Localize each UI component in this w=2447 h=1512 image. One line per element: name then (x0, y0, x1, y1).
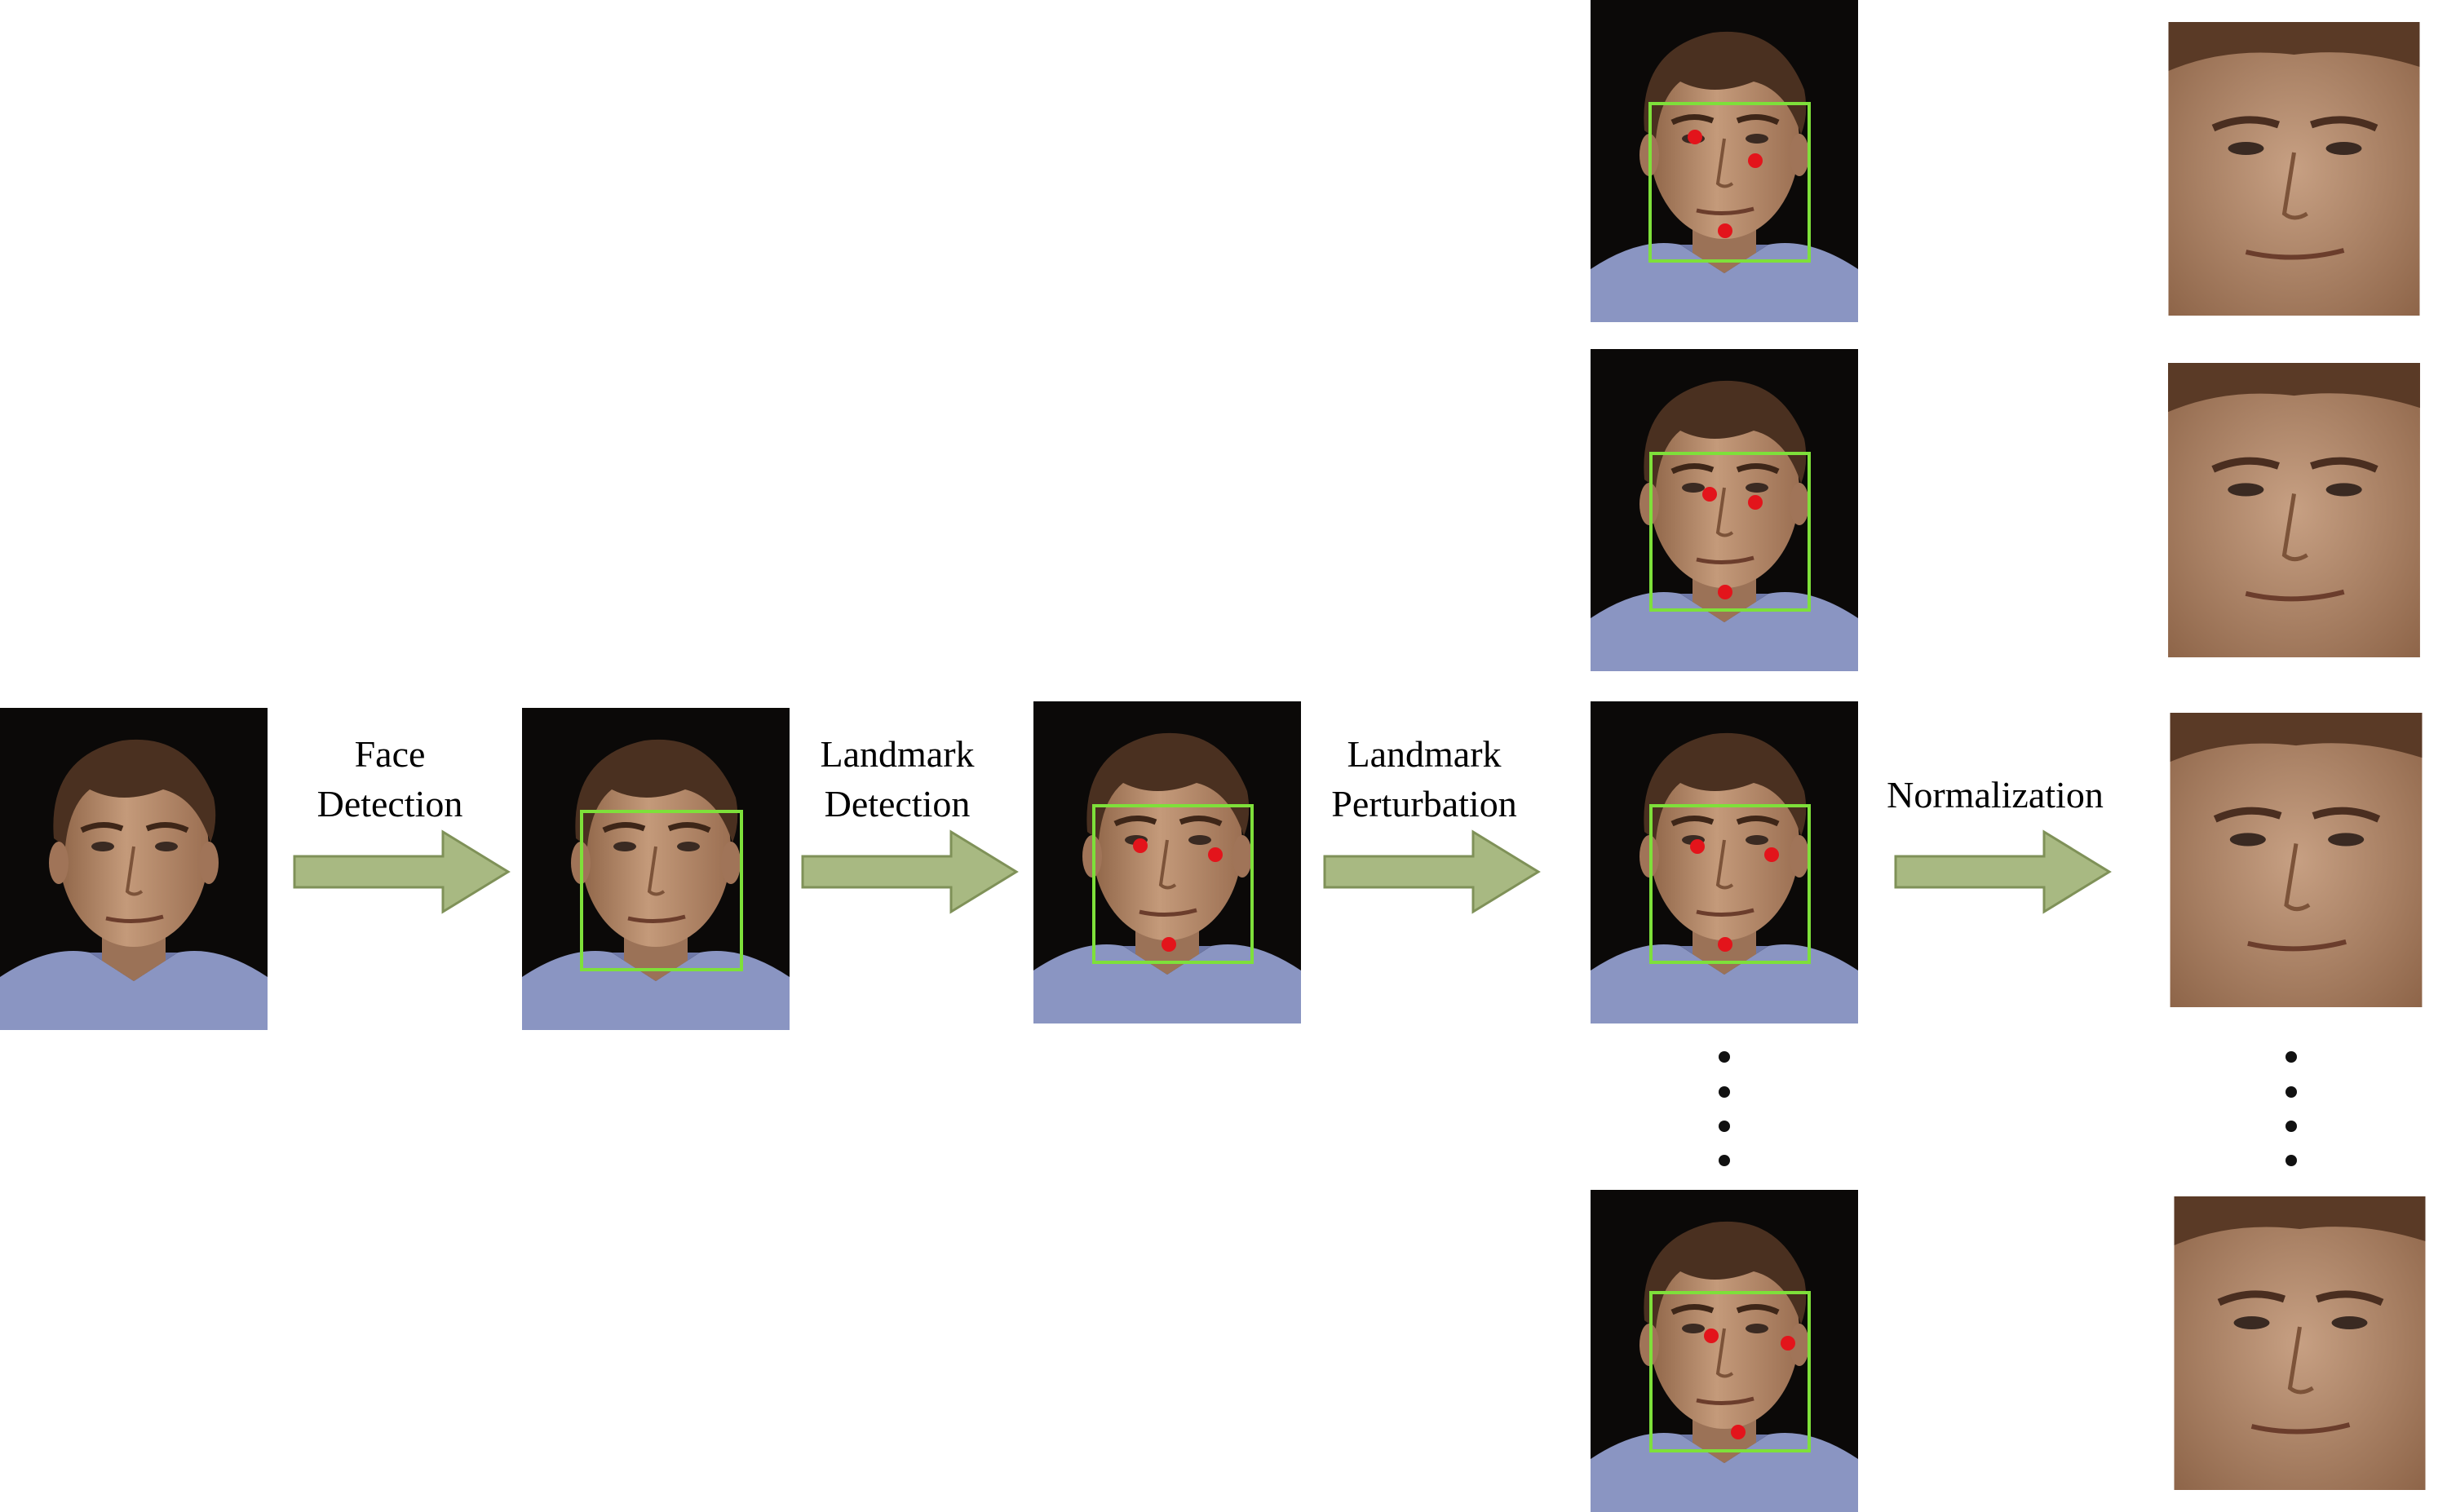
perturbed-sample-3 (1591, 701, 1858, 1023)
input-face-photo (0, 708, 268, 1030)
face-bounding-box (1092, 804, 1254, 964)
landmark-detection-arrow (801, 830, 1018, 913)
vertical-ellipsis-icon (2285, 1051, 2297, 1166)
landmark-face-photo (1033, 701, 1301, 1023)
normalized-face-crop-2 (2168, 363, 2420, 657)
perturbed-face-photo (1591, 349, 1858, 671)
detected-face-photo (522, 708, 790, 1030)
mouth-landmark (1718, 585, 1732, 599)
left-eye-landmark (1702, 487, 1717, 502)
normalized-face-crop-n (2175, 1196, 2426, 1490)
right-eye-landmark (1781, 1336, 1795, 1351)
landmark-perturbation-arrow (1323, 830, 1540, 913)
normalized-face-crop-3 (2170, 713, 2423, 1007)
face-bounding-box (1649, 452, 1811, 612)
face-bounding-box (1649, 804, 1811, 964)
normalized-face-column (2168, 22, 2425, 1490)
face-detection-label-line1: Face (355, 733, 426, 775)
face-detection-label-line2: Detection (317, 783, 463, 825)
left-eye-landmark (1690, 839, 1705, 854)
perturbed-face-photo (1591, 1190, 1858, 1512)
normalized-face-crop-1 (2169, 22, 2420, 316)
mouth-landmark (1162, 937, 1176, 952)
face-bounding-box (580, 810, 743, 971)
perturbed-sample-1 (1591, 0, 1858, 322)
right-eye-landmark (1208, 847, 1223, 862)
face-detection-result (522, 708, 790, 1030)
normalization-arrow (1894, 830, 2111, 913)
right-eye-landmark (1748, 495, 1763, 510)
perturbed-sample-2 (1591, 349, 1858, 671)
landmark-detection-label-line2: Detection (825, 783, 971, 825)
left-eye-landmark (1704, 1329, 1719, 1343)
mouth-landmark (1731, 1425, 1746, 1439)
left-eye-landmark (1133, 838, 1148, 853)
vertical-ellipsis-icon (1719, 1051, 1730, 1166)
mouth-landmark (1718, 223, 1732, 238)
perturbed-landmark-column (1591, 0, 1858, 1512)
face-bounding-box (1648, 102, 1811, 263)
face-detection-arrow (293, 830, 510, 913)
left-eye-landmark (1688, 130, 1702, 144)
landmark-perturbation-label-line2: Perturbation (1331, 783, 1516, 825)
face-bounding-box (1649, 1291, 1811, 1452)
landmark-detection-result (1033, 701, 1301, 1023)
perturbed-face-photo (1591, 0, 1858, 322)
landmark-detection-label-line1: Landmark (820, 733, 974, 775)
right-eye-landmark (1748, 153, 1763, 168)
right-eye-landmark (1764, 847, 1779, 862)
perturbed-face-photo (1591, 701, 1858, 1023)
perturbed-sample-n (1591, 1190, 1858, 1512)
mouth-landmark (1718, 937, 1732, 952)
landmark-perturbation-label-line1: Landmark (1347, 733, 1501, 775)
normalization-label: Normalization (1887, 774, 2104, 816)
